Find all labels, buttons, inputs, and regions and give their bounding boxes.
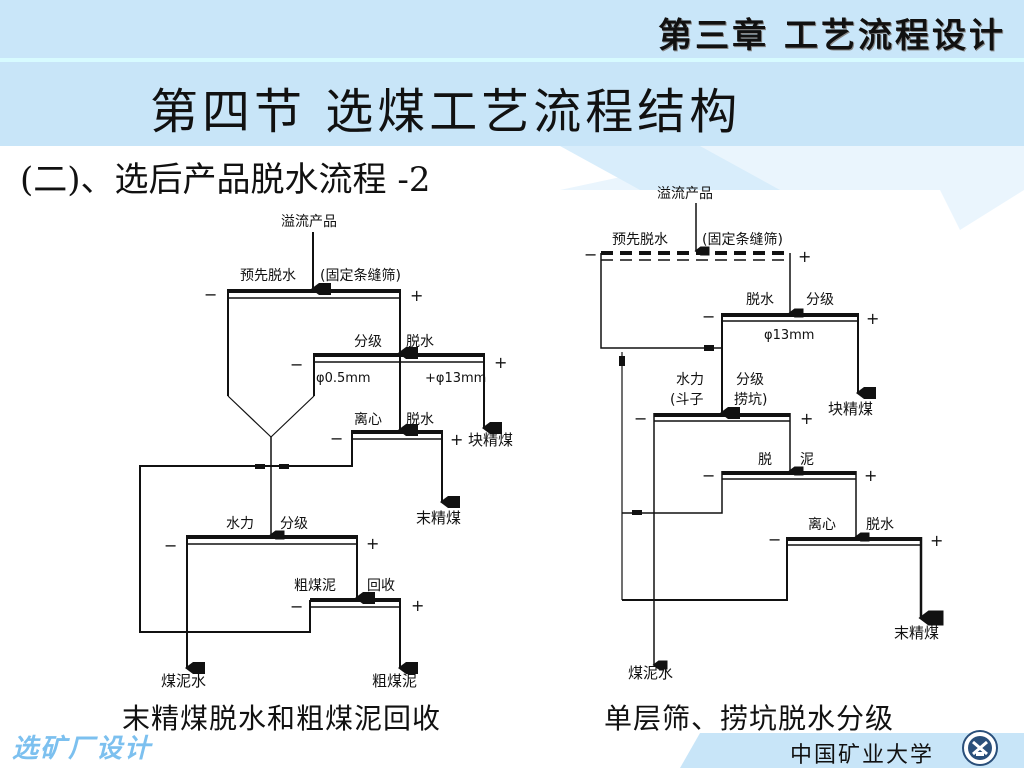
right-screen4-plus: + [864,466,877,485]
university-emblem-icon [962,730,998,766]
left-screen5-label-b: 回收 [367,578,395,594]
left-screen1-note: (固定条缝筛) [320,267,401,284]
right-product-fine: 末精煤 [894,624,939,642]
left-screen5-minus: − [290,597,303,616]
left-size-coarse: +φ13mm [425,371,486,386]
left-out-slime-water: 煤泥水 [161,672,206,690]
left-flowsheet [139,232,502,674]
left-screen1-deck [228,289,400,293]
right-arrow-2 [619,356,625,366]
right-screen4-label-b: 泥 [800,452,814,468]
right-product-lump: 块精煤 [828,400,873,418]
header-band [0,0,1024,58]
left-screen2-label-a: 分级 [354,334,382,350]
header-separator [0,58,1024,62]
right-screen2-deck [722,313,858,317]
right-screen1-note: (固定条缝筛) [702,231,783,248]
right-screen2-minus: − [702,307,715,326]
left-diagram-caption: 末精煤脱水和粗煤泥回收 [122,702,442,735]
chapter-title: 第三章 工艺流程设计 [658,16,1006,56]
left-screen2-label-b: 脱水 [406,334,434,350]
left-recirculation-line [139,430,353,633]
left-product-lump: 块精煤 [468,431,513,449]
right-screen1-label: 预先脱水 [612,232,668,248]
right-screen2-label-a: 脱水 [746,292,774,308]
left-screen3-plus: + [450,430,463,449]
left-screen4-minus: − [164,536,177,555]
right-arrow-3 [632,510,642,515]
left-screen1-plus: + [410,286,423,305]
left-merge-arrow-b [279,464,289,469]
subtitle: (二)、选后产品脱水流程 -2 [20,160,431,200]
left-funnel-left [227,395,272,438]
right-screen3-label-b1: 分级 [736,372,764,388]
right-screen4-label-a: 脱 [758,452,772,468]
footer-band-edge [680,733,700,768]
right-out-slime-water: 煤泥水 [628,664,673,682]
left-screen2-minus: − [290,355,303,374]
left-screen4-label-b: 分级 [280,516,308,532]
right-feed-label: 溢流产品 [657,186,713,202]
left-hydro-deck [187,535,357,539]
right-arrow-1 [704,345,714,351]
left-centrifuge-deck [352,430,442,434]
right-screen1-undersize [600,253,722,349]
right-centrifuge-deck [787,537,921,541]
right-diagram-caption: 单层筛、捞坑脱水分级 [604,702,895,735]
title-band [0,62,1024,146]
right-screen2-plus: + [866,309,879,328]
left-merge-arrow-a [255,464,265,469]
left-screen5-plus: + [411,596,424,615]
section-title: 第四节 选煤工艺流程结构 [150,84,742,140]
left-screen2-deck [314,353,484,357]
left-screen2-plus: + [494,353,507,372]
left-screen3-minus: − [330,429,343,448]
left-funnel-right [270,395,315,438]
right-screen3-minus: − [634,409,647,428]
left-out-coarse-slime: 粗煤泥 [372,672,417,690]
right-screen3-label-b2: 捞坑) [734,392,767,408]
left-recovery-deck [310,598,400,602]
left-screen1-minus: − [204,285,217,304]
right-deslime-deck [722,471,856,475]
left-screen3-label-b: 脱水 [406,412,434,428]
right-screen1-minus: − [584,245,597,264]
right-screen2-label-b: 分级 [806,292,834,308]
left-screen3-label-a: 离心 [354,411,382,428]
left-screen4-label-a: 水力 [226,516,254,532]
right-screen3-label-a1: 水力 [676,372,704,388]
left-screen4-plus: + [366,534,379,553]
right-screen1-plus: + [798,247,811,266]
course-logo: 选矿厂设计 [12,734,153,764]
left-size-fine: φ0.5mm [316,371,371,386]
right-flowsheet [600,203,944,670]
university-name: 中国矿业大学 [790,743,935,768]
right-size-label: φ13mm [764,328,814,343]
left-screen5-label-a: 粗煤泥 [294,578,336,594]
left-feed-label: 溢流产品 [281,214,337,230]
right-screen3-plus: + [800,409,813,428]
right-bucket-deck [654,413,790,417]
right-centrifuge-undersize [622,537,788,601]
right-screen5-minus: − [768,530,781,549]
left-product-fine: 末精煤 [416,509,461,527]
right-screen5-plus: + [930,531,943,550]
right-screen5-label-b: 脱水 [866,517,894,533]
right-screen3-label-a2: (斗子 [670,392,703,408]
left-screen1-label: 预先脱水 [240,268,296,284]
right-screen5-label-a: 离心 [808,516,836,533]
right-deslime-undersize [622,471,723,514]
right-screen4-minus: − [702,466,715,485]
